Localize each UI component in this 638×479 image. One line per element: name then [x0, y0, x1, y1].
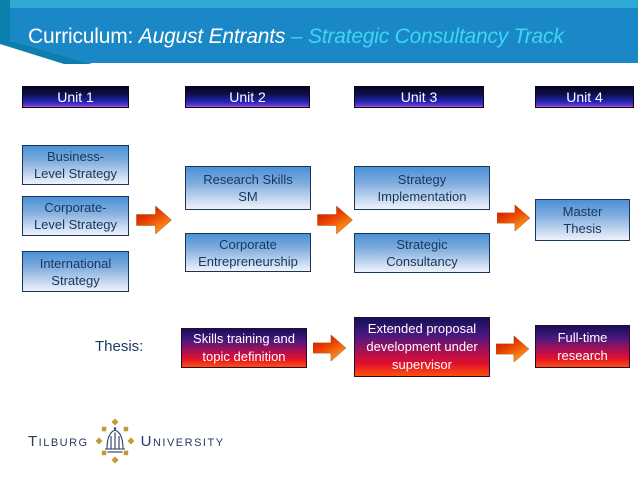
tilburg-university-logo: Tilburg University — [28, 417, 225, 465]
emblem-crest — [104, 427, 125, 453]
course-business-level-strategy: Business- Level Strategy — [22, 145, 129, 185]
course-research-skills-sm: Research Skills SM — [185, 166, 311, 210]
course-corporate-level-strategy: Corporate- Level Strategy — [22, 196, 129, 236]
course-international-strategy: International Strategy — [22, 251, 129, 292]
title-accent: – Strategic Consultancy Track — [290, 25, 564, 48]
logo-word-tilburg: Tilburg — [28, 432, 89, 450]
header-top-strip — [0, 0, 638, 8]
stage-extended-proposal: Extended proposal development under supe… — [354, 317, 490, 377]
unit-header-2: Unit 2 — [185, 86, 310, 108]
thesis-label: Thesis: — [95, 338, 144, 355]
flow-arrow-stage2-stage3 — [496, 335, 530, 363]
unit-header-3: Unit 3 — [354, 86, 484, 108]
flow-arrow-stage1-stage2 — [313, 334, 347, 362]
slide-title: Curriculum: August Entrants – Strategic … — [28, 25, 564, 49]
title-emphasis: August Entrants — [138, 25, 291, 48]
stage-fulltime-research: Full-time research — [535, 325, 630, 368]
stage-skills-training: Skills training and topic definition — [181, 328, 307, 368]
course-strategic-consultancy: Strategic Consultancy — [354, 233, 490, 273]
course-corporate-entrepreneurship: Corporate Entrepreneurship — [185, 233, 311, 272]
title-prefix: Curriculum: — [28, 25, 139, 48]
header-banner-shape — [10, 8, 638, 63]
flow-arrow-unit3-unit4 — [497, 204, 531, 232]
header-banner — [0, 0, 638, 64]
unit-header-1: Unit 1 — [22, 86, 129, 108]
header-left-chevron — [0, 0, 92, 64]
course-strategy-implementation: Strategy Implementation — [354, 166, 490, 210]
flow-arrow-unit2-unit3 — [317, 205, 353, 235]
logo-word-university: University — [140, 432, 225, 450]
unit-header-4: Unit 4 — [535, 86, 634, 108]
tilburg-university-emblem-icon — [95, 418, 134, 464]
flow-arrow-unit1-unit2 — [136, 205, 172, 235]
course-master-thesis: Master Thesis — [535, 199, 630, 241]
